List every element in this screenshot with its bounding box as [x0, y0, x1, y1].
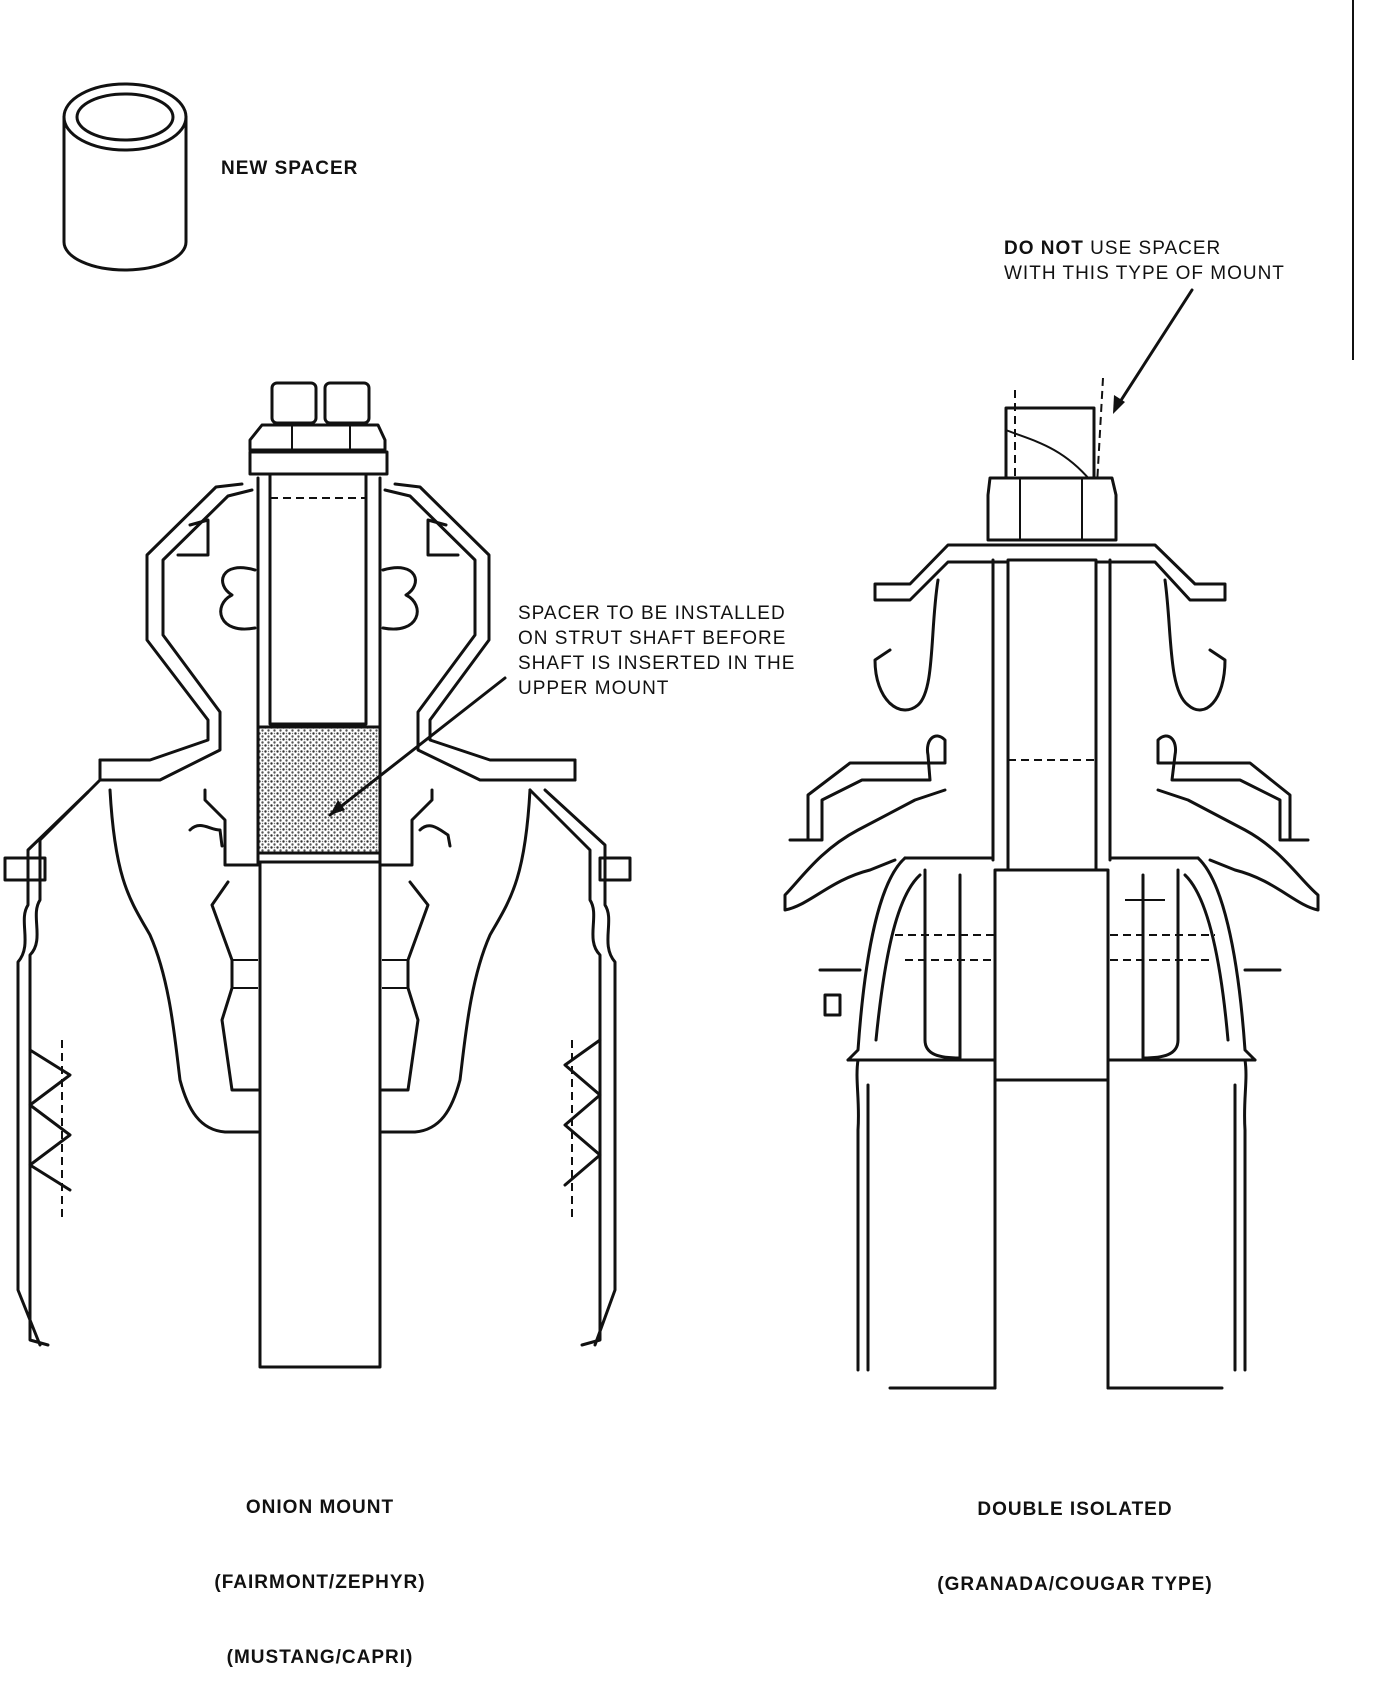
do-not-use-line1: USE SPACER — [1083, 238, 1222, 259]
double-isolated-caption: DOUBLE ISOLATED (GRANADA/COUGAR TYPE) — [905, 1447, 1245, 1622]
new-spacer-icon — [62, 82, 188, 272]
onion-mount-models-1: (FAIRMONT/ZEPHYR) — [214, 1572, 426, 1593]
do-not-emphasis: DO NOT — [1004, 238, 1084, 259]
double-isolated-drawing — [783, 288, 1320, 1390]
double-isolated-models: (GRANADA/COUGAR TYPE) — [937, 1574, 1213, 1595]
onion-mount-caption: ONION MOUNT (FAIRMONT/ZEPHYR) (MUSTANG/C… — [170, 1445, 470, 1695]
spacer-install-line3: SHAFT IS INSERTED IN THE — [518, 653, 796, 674]
onion-mount-drawing — [3, 381, 632, 1369]
spacer-install-line1: SPACER TO BE INSTALLED — [518, 603, 786, 624]
spacer-install-line2: ON STRUT SHAFT BEFORE — [518, 628, 787, 649]
spacer-install-line4: UPPER MOUNT — [518, 678, 670, 699]
new-spacer-label: NEW SPACER — [221, 158, 359, 179]
do-not-use-line2: WITH THIS TYPE OF MOUNT — [1004, 263, 1285, 284]
onion-mount-models-2: (MUSTANG/CAPRI) — [226, 1647, 414, 1668]
do-not-use-spacer-note: DO NOT USE SPACER — [1004, 236, 1221, 261]
double-isolated-title: DOUBLE ISOLATED — [977, 1499, 1173, 1520]
mount-diagram — [3, 0, 1354, 1390]
onion-mount-title: ONION MOUNT — [245, 1497, 395, 1518]
